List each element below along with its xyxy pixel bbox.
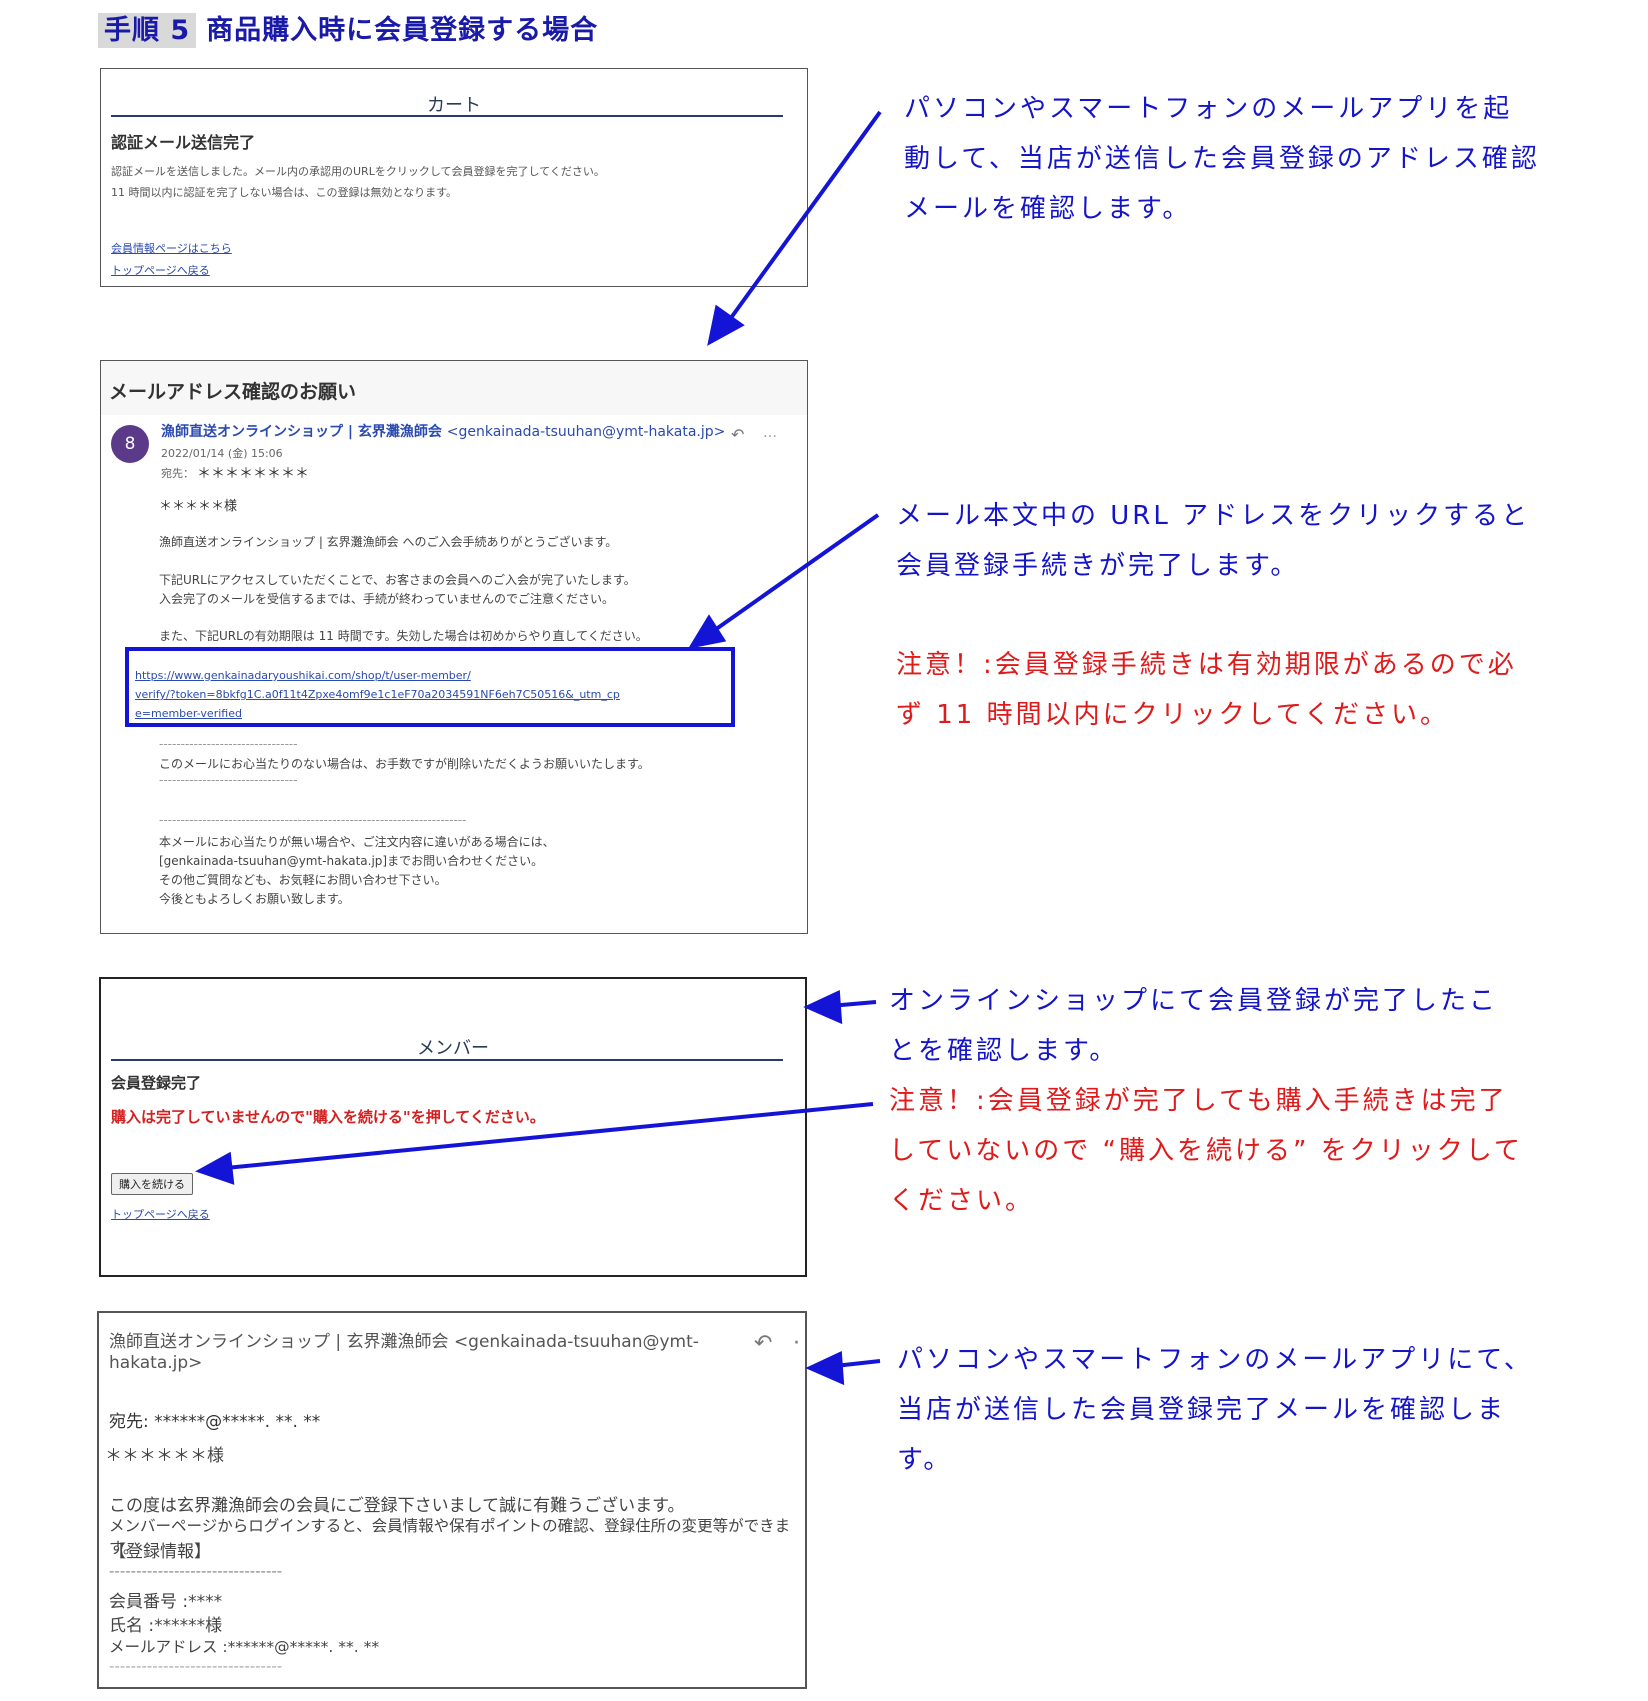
mail-greeting: ＊＊＊＊＊＊様 xyxy=(105,1446,224,1466)
member-number: 会員番号 :**** xyxy=(109,1592,223,1612)
arrow-to-url xyxy=(710,513,880,634)
divider: -------------------------------- xyxy=(159,737,298,751)
mail-paragraph-3: また、下記URLの有効期限は 11 時間です。失効した場合は初めからやり直してく… xyxy=(159,629,648,643)
sent-complete-title: 認証メール送信完了 xyxy=(111,133,256,152)
arrow-to-continue-button xyxy=(225,1102,874,1170)
cart-title: カート xyxy=(427,95,481,116)
reply-icon[interactable]: ↶ xyxy=(754,1331,773,1356)
to-label: 宛先： xyxy=(161,467,194,480)
divider: -------------------------------- xyxy=(159,773,298,787)
continue-warning: 購入は完了していませんので"購入を続ける"を押してください。 xyxy=(111,1108,545,1126)
sender-line-1: 漁師直送オンラインショップ | 玄界灘漁師会 <genkainada-tsuuh… xyxy=(109,1332,699,1352)
footer-line-1: 本メールにお心当たりが無い場合や、ご注文内容に違いがある場合には、 xyxy=(159,835,555,849)
mail-paragraph-2a: 下記URLにアクセスしていただくことで、お客さまの会員へのご入会が完了いたします… xyxy=(159,573,636,587)
footer-line-2: [genkainada-tsuuhan@ymt-hakata.jp]までお問い合… xyxy=(159,854,544,868)
arrow-head-icon xyxy=(805,1350,845,1386)
mail-paragraph-2: メンバーページからログインすると、会員情報や保有ポイントの確認、登録住所の変更等… xyxy=(109,1517,791,1557)
sender-name: 漁師直送オンラインショップ | 玄界灘漁師会 <genkainada-tsuuh… xyxy=(161,421,725,441)
cart-screenshot: カート 認証メール送信完了 認証メールを送信しました。メール内の承認用のURLを… xyxy=(100,68,808,287)
step-title: 商品購入時に会員登録する場合 xyxy=(206,15,599,46)
mail-paragraph-1: この度は玄界灘漁師会の会員にご登録下さいまして誠に有難うございます。 xyxy=(109,1496,685,1516)
verify-url-line3[interactable]: e=member-verified xyxy=(135,707,242,720)
arrow-head-icon xyxy=(707,304,745,346)
mail-subject: メールアドレス確認のお願い xyxy=(109,381,357,403)
divider: -------------------------------- xyxy=(109,1657,283,1675)
member-title: メンバー xyxy=(417,1038,489,1059)
mail-paragraph-2b: 入会完了のメールを受信するまでは、手続が終わっていませんのでご注意ください。 xyxy=(159,592,615,606)
note-confirm-registration: オンラインショップにて会員登録が完了したこ とを確認します。 xyxy=(889,986,1499,1066)
mail-greeting: ＊＊＊＊＊様 xyxy=(159,499,238,514)
divider: -------------------------------- xyxy=(109,1562,283,1580)
divider-long: ----------------------------------------… xyxy=(159,813,467,827)
sent-message-line2: 11 時間以内に認証を完了しない場合は、この登録は無効となります。 xyxy=(111,186,458,199)
sent-message-line1: 認証メールを送信しました。メール内の承認用のURLをクリックして会員登録を完了し… xyxy=(111,165,605,178)
note-open-mail-app: パソコンやスマートフォンのメールアプリを起 動して、当店が送信した会員登録のアド… xyxy=(904,94,1540,224)
sender-avatar: 8 xyxy=(111,425,149,463)
more-options-icon[interactable]: … xyxy=(763,425,777,441)
top-page-link[interactable]: トップページへ戻る xyxy=(111,1208,210,1221)
arrow-to-email xyxy=(726,110,882,324)
mail-paragraph-1: 漁師直送オンラインショップ | 玄界灘漁師会 へのご入会手続ありがとうございます… xyxy=(159,535,618,549)
member-info-link[interactable]: 会員情報ページはこちら xyxy=(111,242,232,255)
arrow-head-icon xyxy=(803,989,843,1025)
note-expiry-warning: 注意！:会員登録手続きは有効期限があるので必 ず 11 時間以内にクリックしてく… xyxy=(896,650,1517,730)
sender-line-2: hakata.jp> xyxy=(109,1353,203,1373)
arrow-head-icon xyxy=(687,614,727,649)
verify-url-line1[interactable]: https://www.genkainadaryoushikai.com/sho… xyxy=(135,669,471,682)
footer-line-4: 今後ともよろしくお願い致します。 xyxy=(159,892,350,906)
title-rule xyxy=(111,115,783,117)
top-page-link[interactable]: トップページへ戻る xyxy=(111,264,210,277)
footer-line-3: その他ご質問なども、お気軽にお問い合わせ下さい。 xyxy=(159,873,447,887)
member-email: メールアドレス :******@*****. **. ** xyxy=(109,1638,380,1656)
reply-icon[interactable]: ↶ xyxy=(731,425,745,444)
sender-address: <genkainada-tsuuhan@ymt-hakata.jp> xyxy=(446,424,726,440)
to-line: 宛先: ******@*****. **. ** xyxy=(109,1412,321,1432)
to-value: ＊＊＊＊＊＊＊＊ xyxy=(197,466,309,482)
note-click-url: メール本文中の URL アドレスをクリックすると 会員登録手続きが完了します。 xyxy=(896,501,1531,581)
mail-paragraph-4: このメールにお心当たりのない場合は、お手数ですが削除いただくようお願いいたします… xyxy=(159,757,650,771)
member-complete-screenshot: メンバー 会員登録完了 購入は完了していませんので"購入を続ける"を押してくださ… xyxy=(99,977,807,1277)
mail-date: 2022/01/14 (金) 15:06 xyxy=(161,447,283,460)
title-rule xyxy=(111,1059,783,1061)
step-label: 手順 5 xyxy=(98,13,197,48)
info-header: 【登録情報】 xyxy=(109,1542,211,1562)
more-options-icon[interactable]: · xyxy=(793,1331,800,1356)
verify-url-line2[interactable]: verify/?token=8bkfg1C.a0f11t4Zpxe4omf9e1… xyxy=(135,688,620,701)
url-highlight-box xyxy=(125,647,735,727)
page-heading: 手順 5 商品購入時に会員登録する場合 xyxy=(98,8,599,48)
complete-email-screenshot: 漁師直送オンラインショップ | 玄界灘漁師会 <genkainada-tsuuh… xyxy=(97,1311,807,1689)
member-name: 氏名 :******様 xyxy=(109,1616,223,1636)
sender-display-name: 漁師直送オンラインショップ | 玄界灘漁師会 xyxy=(161,424,442,440)
note-continue-purchase-warning: 注意！:会員登録が完了しても購入手続きは完了 していないので “購入を続ける” … xyxy=(889,1086,1523,1216)
continue-purchase-button[interactable]: 購入を続ける xyxy=(111,1173,193,1195)
note-confirm-complete-mail: パソコンやスマートフォンのメールアプリにて、 当店が送信した会員登録完了メールを… xyxy=(897,1345,1533,1475)
registration-complete-title: 会員登録完了 xyxy=(111,1074,202,1092)
arrow-head-icon xyxy=(195,1151,235,1185)
mail-header: メールアドレス確認のお願い xyxy=(101,361,807,415)
